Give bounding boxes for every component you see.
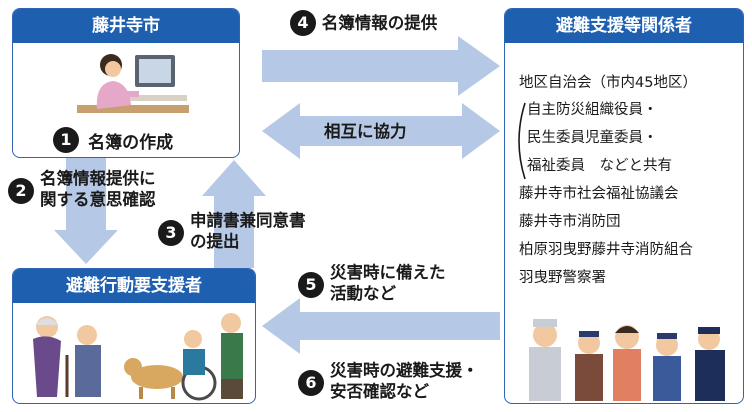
- needs-box: 避難行動要支援者: [12, 268, 256, 404]
- step4-number: 4: [290, 10, 316, 36]
- step5-line1: 災害時に備えた: [330, 263, 446, 282]
- city-box: 藤井寺市 1 名簿の作成: [12, 8, 240, 158]
- step2-line2: 関する意思確認: [40, 190, 156, 209]
- step6-line1: 災害時の避難支援・: [330, 361, 479, 380]
- arrow-mutual-cooperation: [262, 103, 500, 159]
- step4-text: 名簿情報の提供: [321, 13, 438, 33]
- step5-line2: 活動など: [330, 284, 396, 303]
- assisted-people-illustration: [33, 313, 243, 401]
- arrow-consent-submission: [202, 160, 266, 268]
- support-line-4: 福祉委員 などと共有: [527, 158, 672, 174]
- responders-illustration: [529, 319, 725, 401]
- step4-label: 4 名簿情報の提供: [290, 10, 437, 36]
- arrow-disaster-support: [262, 298, 500, 354]
- city-title: 藤井寺市: [13, 9, 239, 43]
- step5-number: 5: [298, 272, 324, 298]
- mutual-label: 相互に協力: [324, 121, 407, 142]
- step2-number: 2: [8, 178, 34, 204]
- step3-label: 3 申請書兼同意書 の提出: [158, 210, 306, 252]
- mutual-text: 相互に協力: [324, 122, 407, 141]
- support-line-2: 自主防災組織役員・: [527, 102, 658, 118]
- support-line-5: 藤井寺市社会福祉協議会: [519, 186, 679, 202]
- arrow-intent-confirmation: [54, 152, 118, 264]
- step1: 1 名簿の作成: [53, 127, 173, 153]
- step5-label: 5 災害時に備えた 活動など: [298, 262, 446, 304]
- step2-line1: 名簿情報提供に: [40, 169, 156, 188]
- support-line-8: 羽曳野警察署: [519, 270, 606, 286]
- support-line-1: 地区自治会（市内45地区）: [519, 75, 697, 91]
- needs-title: 避難行動要支援者: [13, 269, 255, 303]
- step1-label: 名簿の作成: [88, 132, 174, 153]
- step6-line2: 安否確認など: [330, 382, 429, 401]
- support-line-7: 柏原羽曳野藤井寺消防組合: [519, 242, 693, 258]
- support-line-3: 民生委員児童委員・: [527, 130, 658, 146]
- step3-line1: 申請書兼同意書: [190, 211, 306, 230]
- step2-label: 2 名簿情報提供に 関する意思確認: [8, 168, 156, 210]
- step6-label: 6 災害時の避難支援・ 安否確認など: [298, 360, 479, 402]
- bracket: [518, 102, 526, 180]
- support-box: 避難支援等関係者 地区自治会（市内45地区） 自主防災組織役員・ 民生委員児童委…: [504, 8, 744, 404]
- support-line-6: 藤井寺市消防団: [519, 214, 621, 230]
- step3-number: 3: [158, 220, 184, 246]
- step3-line2: の提出: [190, 232, 240, 251]
- arrow-provide-list: [262, 36, 500, 96]
- support-title: 避難支援等関係者: [505, 9, 743, 43]
- office-worker-illustration: [77, 54, 189, 113]
- step6-number: 6: [298, 370, 324, 396]
- step1-number: 1: [53, 127, 79, 153]
